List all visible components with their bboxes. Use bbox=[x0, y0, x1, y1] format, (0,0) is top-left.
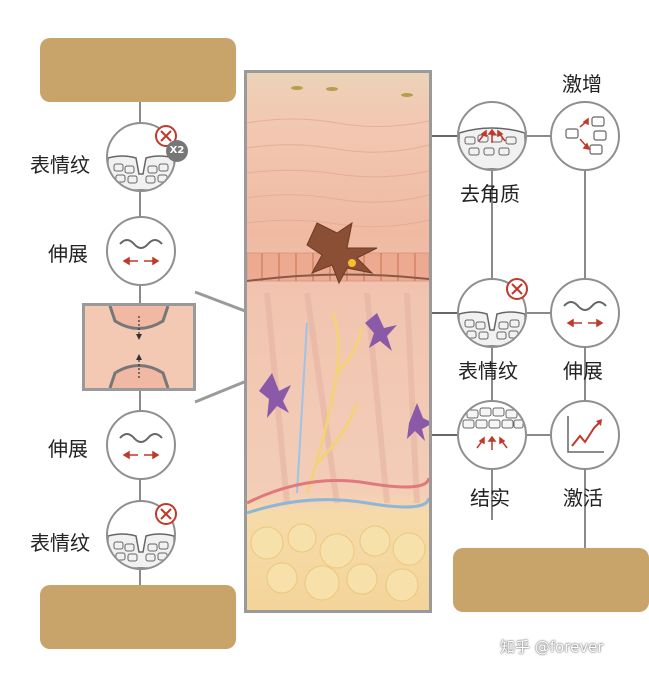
surge-circle bbox=[550, 101, 620, 171]
cell-grid-icon bbox=[459, 127, 525, 169]
skin-layer-illustration bbox=[244, 70, 432, 613]
activate-circle bbox=[550, 400, 620, 470]
double-arrow-icon bbox=[566, 318, 604, 328]
wave-icon bbox=[563, 301, 607, 311]
firm-circle bbox=[457, 400, 527, 470]
label-activate: 激活 bbox=[563, 486, 603, 510]
exfoliate-circle bbox=[457, 101, 527, 171]
watermark: 知乎 @forever bbox=[500, 638, 604, 656]
left-top-panel bbox=[40, 38, 236, 102]
cell-grid-icon bbox=[108, 533, 174, 568]
label-stretch-top: 伸展 bbox=[48, 242, 88, 266]
label-firm: 结实 bbox=[470, 486, 510, 510]
label-surge: 激增 bbox=[562, 72, 602, 96]
cell-grid-icon bbox=[459, 311, 525, 346]
cell-grid-icon bbox=[565, 116, 607, 155]
label-wrinkle-top: 表情纹 bbox=[30, 153, 90, 177]
label-exfoliate: 去角质 bbox=[460, 182, 520, 206]
stretch-bottom-circle bbox=[106, 410, 176, 480]
close-circle-icon bbox=[506, 278, 528, 300]
growth-chart-icon bbox=[567, 416, 604, 453]
double-arrow-icon bbox=[122, 256, 160, 266]
left-bottom-panel bbox=[40, 585, 236, 649]
cell-grid-icon bbox=[462, 407, 524, 450]
wave-icon bbox=[119, 433, 163, 443]
close-circle-icon bbox=[155, 125, 177, 147]
wrinkle-right-circle bbox=[457, 278, 527, 348]
zoom-detail-box bbox=[82, 303, 196, 391]
stretch-top-circle bbox=[106, 216, 176, 286]
right-bottom-panel bbox=[453, 548, 649, 612]
wrinkle-bottom-circle bbox=[106, 500, 176, 570]
label-stretch-bottom: 伸展 bbox=[48, 437, 88, 461]
wave-icon bbox=[119, 239, 163, 249]
label-wrinkle-right: 表情纹 bbox=[458, 359, 518, 383]
label-stretch-right: 伸展 bbox=[563, 359, 603, 383]
multiplier-badge: X2 bbox=[166, 140, 188, 162]
close-circle-icon bbox=[155, 503, 177, 525]
stretch-right-circle bbox=[550, 278, 620, 348]
label-wrinkle-bottom: 表情纹 bbox=[30, 531, 90, 555]
double-arrow-icon bbox=[122, 450, 160, 460]
